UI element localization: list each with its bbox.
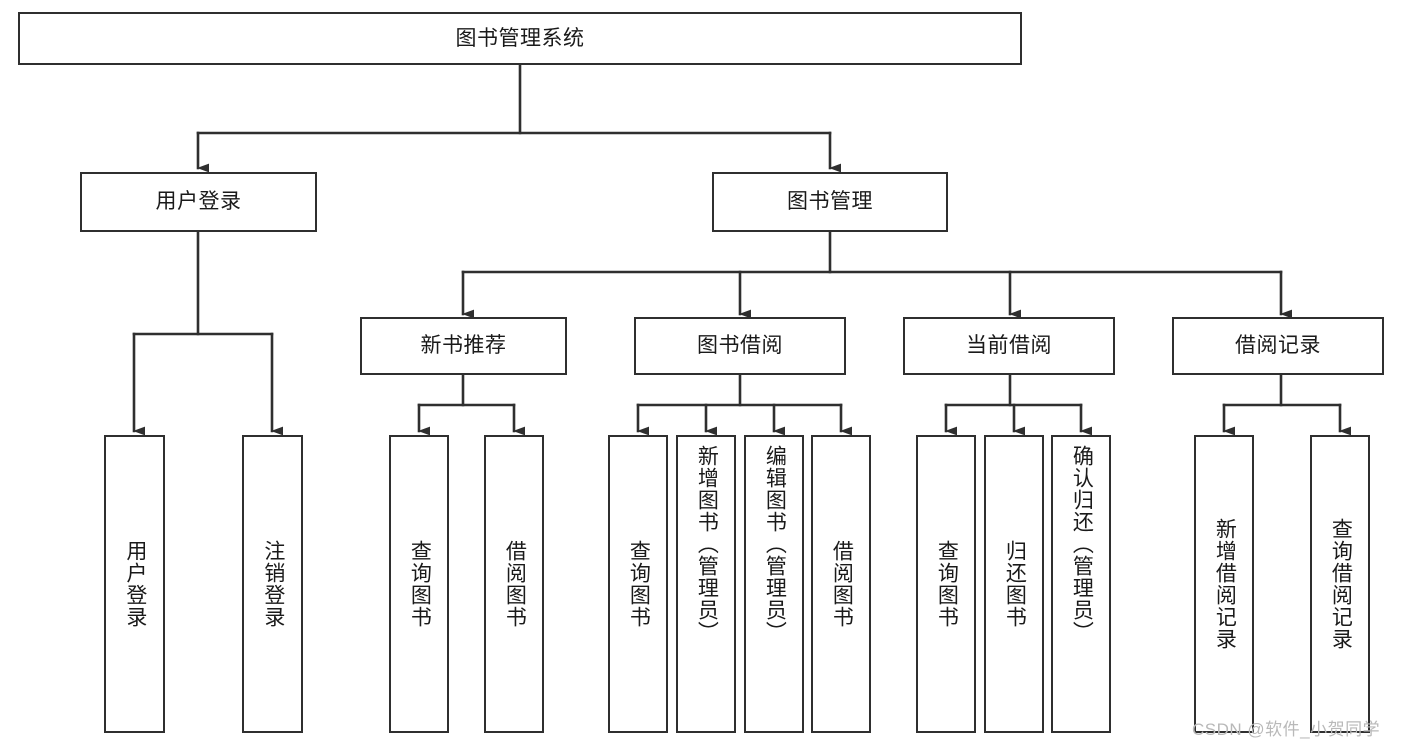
node-label: 查询图书 (627, 540, 651, 628)
leaf-borrow-record-query-record[interactable]: 查询借阅记录 (1310, 435, 1370, 733)
node-label: 图书管理 (787, 190, 873, 214)
leaf-book-borrow-query-books[interactable]: 查询图书 (608, 435, 668, 733)
leaf-current-borrow-query-books[interactable]: 查询图书 (916, 435, 976, 733)
node-book-management[interactable]: 图书管理 (712, 172, 948, 232)
node-label: 新书推荐 (420, 334, 507, 358)
node-label: 用户登录 (155, 190, 242, 214)
leaf-user-login-signin[interactable]: 用户登录 (104, 435, 165, 733)
node-label: 查询图书 (935, 540, 959, 628)
node-book-borrowing[interactable]: 图书借阅 (634, 317, 846, 375)
node-root-book-management-system[interactable]: 图书管理系统 (18, 12, 1022, 65)
leaf-current-borrow-confirm-return-admin[interactable]: 确认归还（管理员） (1051, 435, 1111, 733)
node-label: 注销登录 (261, 540, 285, 628)
node-label: 查询借阅记录 (1329, 518, 1353, 650)
node-label: 查询图书 (408, 540, 432, 628)
node-label: 新增借阅记录 (1213, 518, 1237, 650)
node-label: 编辑图书（管理员） (763, 445, 787, 643)
leaf-book-borrow-add-book-admin[interactable]: 新增图书（管理员） (676, 435, 736, 733)
node-label: 借阅记录 (1235, 334, 1321, 358)
node-label: 归还图书 (1003, 540, 1027, 628)
node-borrowing-records[interactable]: 借阅记录 (1172, 317, 1384, 375)
node-label: 图书借阅 (697, 334, 783, 358)
node-label: 用户登录 (123, 540, 147, 628)
node-new-book-recommendation[interactable]: 新书推荐 (360, 317, 567, 375)
leaf-book-borrow-borrow-books[interactable]: 借阅图书 (811, 435, 871, 733)
node-label: 新增图书（管理员） (695, 445, 719, 643)
node-label: 确认归还（管理员） (1070, 445, 1094, 643)
node-label: 图书管理系统 (455, 26, 585, 50)
node-label: 当前借阅 (966, 334, 1052, 358)
node-label: 借阅图书 (830, 540, 854, 628)
leaf-borrow-record-add-record[interactable]: 新增借阅记录 (1194, 435, 1254, 733)
leaf-current-borrow-return-books[interactable]: 归还图书 (984, 435, 1044, 733)
node-user-login[interactable]: 用户登录 (80, 172, 317, 232)
leaf-new-book-borrow-books[interactable]: 借阅图书 (484, 435, 544, 733)
leaf-book-borrow-edit-book-admin[interactable]: 编辑图书（管理员） (744, 435, 804, 733)
leaf-user-login-signout[interactable]: 注销登录 (242, 435, 303, 733)
node-current-borrowing[interactable]: 当前借阅 (903, 317, 1115, 375)
leaf-new-book-query-books[interactable]: 查询图书 (389, 435, 449, 733)
node-label: 借阅图书 (503, 540, 527, 628)
